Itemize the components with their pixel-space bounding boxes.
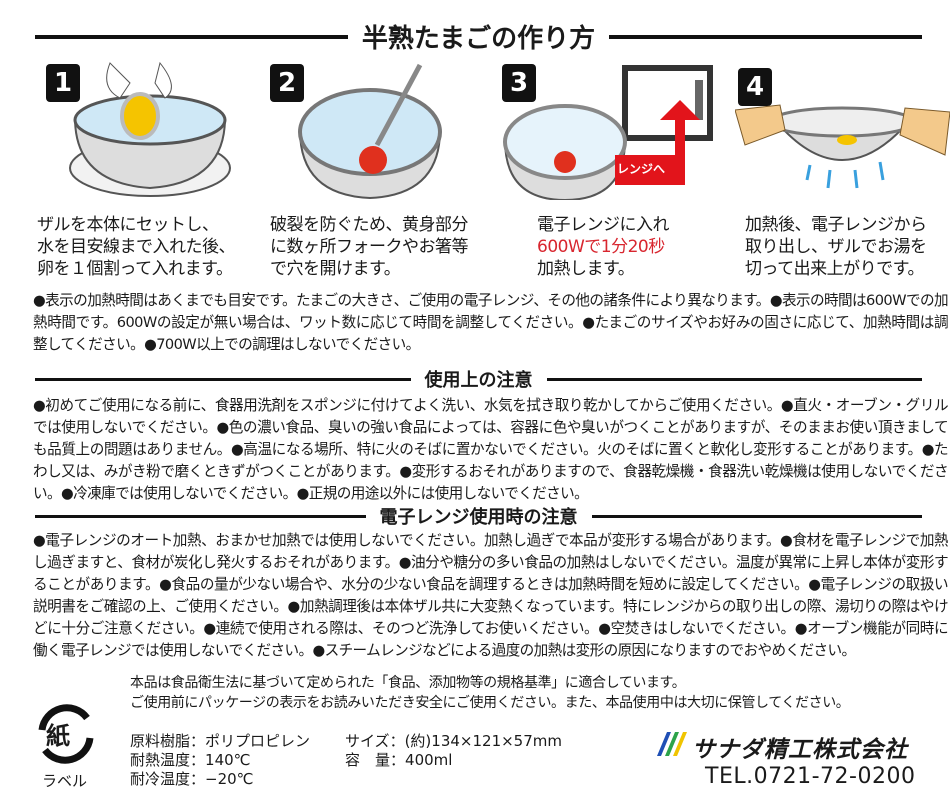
step3-text: 電子レンジに入れ 600Wで1分20秒 加熱します。 bbox=[537, 214, 670, 280]
spec-value: ポリプロピレン bbox=[205, 732, 311, 750]
divider bbox=[546, 377, 922, 381]
spec-row: 耐冷温度：−20℃ bbox=[130, 770, 254, 788]
spec-value: 140℃ bbox=[205, 751, 251, 769]
spec-label: 原料樹脂 bbox=[130, 732, 191, 750]
step4-illustration bbox=[735, 104, 950, 189]
microwave-caution-heading: 電子レンジ使用時の注意 bbox=[379, 507, 578, 528]
step-number: 1 bbox=[46, 64, 80, 102]
usage-notice: ご使用前にパッケージの表示をお読みいただき安全にご使用ください。また、本品使用中… bbox=[130, 695, 850, 711]
company-name: サナダ精工株式会社 bbox=[692, 737, 908, 763]
microwave-arrow-label: レンジへ bbox=[617, 162, 666, 176]
step-number: 4 bbox=[738, 68, 772, 106]
spec-value: −20℃ bbox=[205, 770, 254, 788]
divider bbox=[35, 34, 348, 39]
paper-recycle-icon bbox=[38, 704, 94, 764]
spec-row: 原料樹脂：ポリプロピレン bbox=[130, 732, 311, 750]
spec-row: 容 量：400ml bbox=[345, 751, 453, 769]
divider bbox=[35, 377, 411, 381]
spec-value: (約)134×121×57mm bbox=[404, 732, 562, 750]
spec-label: サイズ bbox=[345, 732, 390, 750]
divider bbox=[609, 34, 923, 39]
step2-illustration bbox=[298, 63, 442, 200]
microwave-caution-header: 電子レンジ使用時の注意 bbox=[35, 503, 922, 529]
spec-label: 容 量 bbox=[345, 751, 391, 769]
step3-highlight: 600Wで1分20秒 bbox=[537, 237, 665, 257]
step2-text: 破裂を防ぐため、黄身部分 に数ヶ所フォークやお箸等 で穴を開けます。 bbox=[270, 215, 469, 279]
spec-row: サイズ：(約)134×121×57mm bbox=[345, 732, 562, 750]
spec-label: 耐冷温度 bbox=[130, 770, 191, 788]
usage-caution-heading: 使用上の注意 bbox=[424, 370, 533, 391]
page-title: 半熟たまごの作り方 bbox=[361, 24, 596, 54]
specs-col2: サイズ：(約)134×121×57mm 容 量：400ml bbox=[345, 732, 562, 770]
microwave-caution-text: ●電子レンジのオート加熱、おまかせ加熱では使用しないでください。加熱し過ぎで本品… bbox=[33, 532, 949, 659]
specs-col1: 原料樹脂：ポリプロピレン 耐熱温度：140℃ 耐冷温度：−20℃ bbox=[130, 732, 310, 789]
step4-text: 加熱後、電子レンジから 取り出し、ザルでお湯を 切って出来上がりです。 bbox=[745, 215, 927, 279]
step3-illustration bbox=[503, 65, 713, 200]
usage-caution-header: 使用上の注意 bbox=[35, 366, 922, 392]
spec-value: 400ml bbox=[405, 751, 453, 769]
spec-row: 耐熱温度：140℃ bbox=[130, 751, 251, 769]
step-number: 3 bbox=[502, 64, 536, 102]
company-tel: TEL.0721-72-0200 bbox=[705, 764, 916, 789]
recycle-mark-text: 紙 bbox=[46, 722, 70, 750]
step1-text: ザルを本体にセットし、 水を目安線まで入れた後、 卵を１個割って入れます。 bbox=[37, 215, 236, 279]
step3-text-after: 加熱します。 bbox=[537, 259, 635, 279]
divider bbox=[591, 514, 922, 518]
company-logo-icon bbox=[657, 732, 687, 756]
step-number: 2 bbox=[270, 64, 304, 102]
divider bbox=[35, 514, 366, 518]
step3-text-before: 電子レンジに入れ bbox=[537, 215, 670, 235]
step1-illustration bbox=[69, 61, 231, 197]
usage-caution-text: ●初めてご使用になる前に、食器用洗剤をスポンジに付けてよく洗い、水気を拭き取り乾… bbox=[33, 397, 949, 502]
heating-notes: ●表示の加熱時間はあくまでも目安です。たまごの大きさ、ご使用の電子レンジ、その他… bbox=[33, 292, 949, 353]
title-header: 半熟たまごの作り方 bbox=[35, 18, 923, 55]
spec-label: 耐熱温度 bbox=[130, 751, 191, 769]
recycle-label: ラベル bbox=[42, 772, 88, 790]
regulation-notice: 本品は食品衛生法に基づいて定められた「食品、添加物等の規格基準」に適合しています… bbox=[130, 675, 686, 691]
